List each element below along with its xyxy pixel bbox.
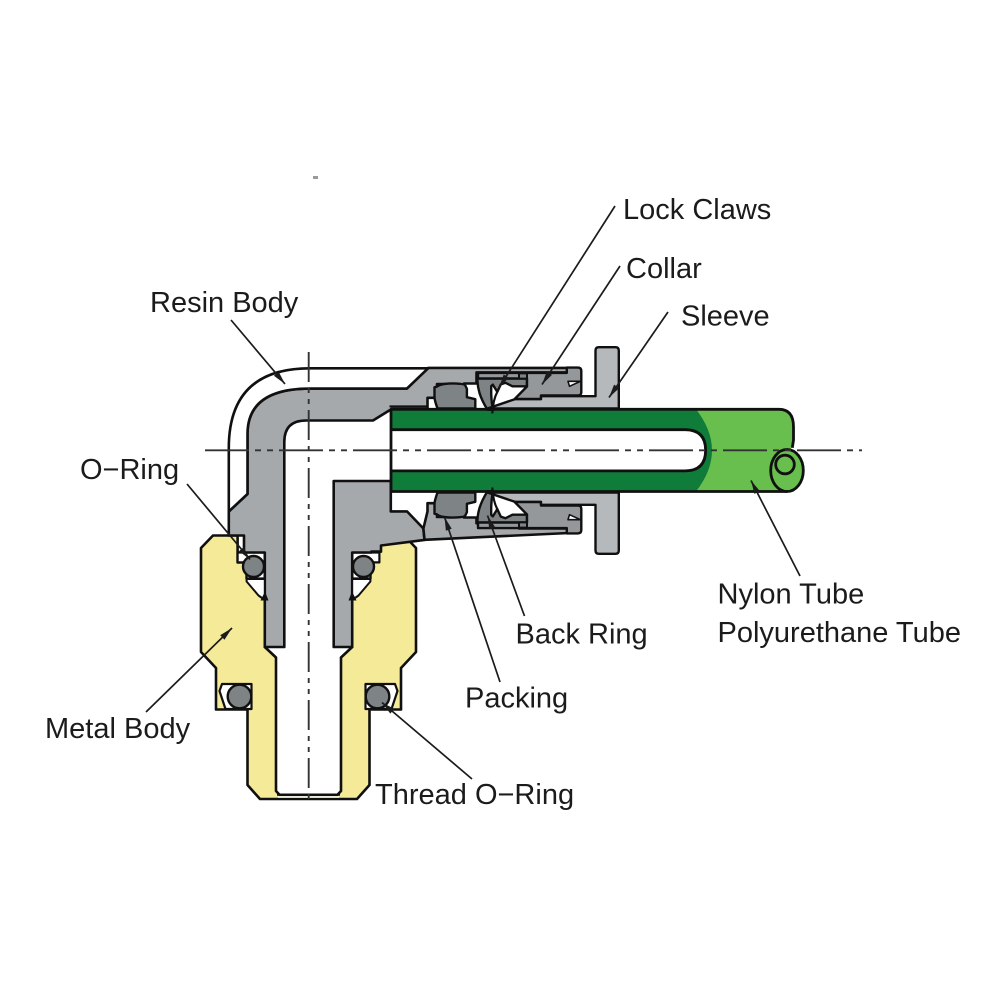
svg-text:Back Ring: Back Ring [516, 619, 648, 651]
svg-text:Polyurethane Tube: Polyurethane Tube [718, 617, 961, 649]
svg-text:Sleeve: Sleeve [681, 301, 770, 333]
svg-text:Metal Body: Metal Body [45, 713, 191, 745]
svg-text:Thread O−Ring: Thread O−Ring [375, 779, 574, 811]
svg-text:Collar: Collar [626, 253, 702, 285]
svg-text:O−Ring: O−Ring [80, 454, 179, 486]
svg-text:Nylon Tube: Nylon Tube [718, 579, 865, 611]
svg-text:Resin Body: Resin Body [150, 287, 299, 319]
svg-text:Packing: Packing [465, 683, 568, 715]
svg-text:Lock Claws: Lock Claws [623, 194, 771, 226]
